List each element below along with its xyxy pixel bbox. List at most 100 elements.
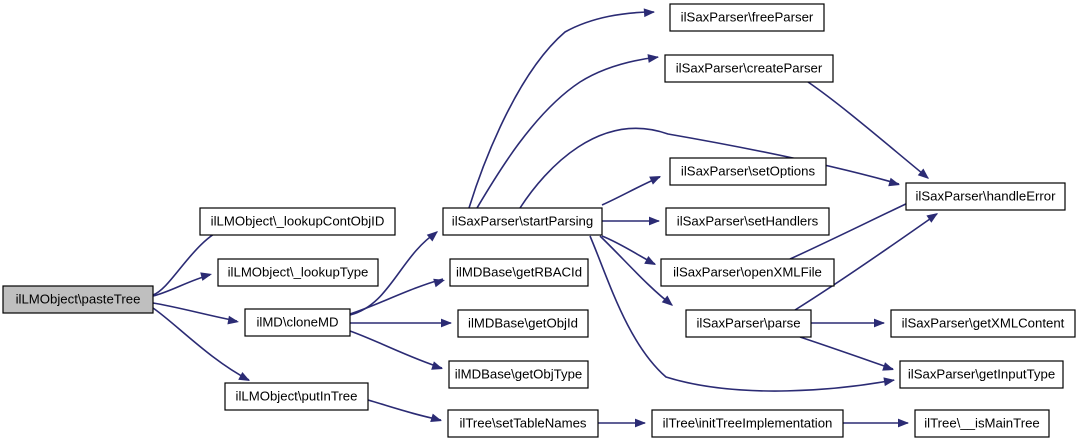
edge-arrow-head	[238, 371, 250, 381]
call-edge-startParsing-to-getInputType	[589, 235, 895, 392]
node-parse[interactable]: ilSaxParser\parse	[685, 309, 812, 338]
node-initTreeImplementation[interactable]: ilTree\initTreeImplementation	[651, 409, 844, 438]
node-box-parse[interactable]	[685, 309, 812, 338]
node-box-openXMLFile[interactable]	[660, 258, 835, 287]
node-label-freeParser: ilSaxParser\freeParser	[681, 9, 814, 24]
call-edge-parse-to-handleError	[794, 213, 938, 311]
node-box-isMainTree[interactable]	[914, 409, 1050, 438]
edge-arrow-head	[917, 168, 929, 179]
node-box-pasteTree[interactable]	[2, 285, 154, 314]
call-edge-pasteTree-to-lookupContObjID	[152, 226, 228, 296]
node-box-initTreeImplementation[interactable]	[651, 409, 844, 438]
node-box-lookupType[interactable]	[217, 258, 379, 287]
node-box-getObjType[interactable]	[448, 360, 589, 389]
edge-arrow-head	[888, 177, 900, 187]
edge-arrow-head	[635, 418, 646, 428]
node-handleError[interactable]: ilSaxParser\handleError	[905, 182, 1066, 211]
node-label-startParsing: ilSaxParser\startParsing	[452, 213, 593, 228]
call-edge-parse-to-getInputType	[799, 336, 894, 370]
call-edge-createParser-to-handleError	[807, 81, 929, 179]
edge-arrow-head	[643, 8, 655, 18]
node-putInTree[interactable]: ilLMObject\putInTree	[224, 382, 369, 411]
node-label-getXMLContent: ilSaxParser\getXMLContent	[902, 315, 1065, 330]
call-edge-pasteTree-to-lookupType	[152, 274, 211, 297]
node-box-getRBACId[interactable]	[449, 258, 589, 287]
call-edge-putInTree-to-setTableNames	[367, 399, 442, 421]
node-startParsing[interactable]: ilSaxParser\startParsing	[442, 207, 603, 236]
node-freeParser[interactable]: ilSaxParser\freeParser	[669, 3, 825, 32]
node-label-getInputType: ilSaxParser\getInputType	[908, 366, 1055, 381]
call-edge-pasteTree-to-putInTree	[152, 307, 250, 381]
call-edge-cloneMD-to-getRBACId	[349, 278, 444, 315]
node-openXMLFile[interactable]: ilSaxParser\openXMLFile	[660, 258, 835, 287]
node-isMainTree[interactable]: ilTree\__isMainTree	[914, 409, 1050, 438]
node-label-initTreeImplementation: ilTree\initTreeImplementation	[663, 415, 833, 430]
node-label-handleError: ilSaxParser\handleError	[916, 188, 1057, 203]
edge-arrow-head	[874, 318, 885, 328]
node-box-getXMLContent[interactable]	[890, 309, 1076, 338]
node-getXMLContent[interactable]: ilSaxParser\getXMLContent	[890, 309, 1076, 338]
node-getObjId[interactable]: ilMDBase\getObjId	[457, 309, 589, 338]
edge-arrow-head	[431, 361, 443, 370]
node-label-parse: ilSaxParser\parse	[696, 315, 800, 330]
node-label-getObjType: ilMDBase\getObjType	[455, 366, 583, 381]
node-label-setTableNames: ilTree\setTableNames	[459, 415, 586, 430]
edge-arrow-head	[644, 255, 656, 265]
node-setHandlers[interactable]: ilSaxParser\setHandlers	[665, 207, 830, 236]
node-getRBACId[interactable]: ilMDBase\getRBACId	[449, 258, 589, 287]
node-label-cloneMD: ilMD\cloneMD	[256, 314, 338, 329]
node-box-startParsing[interactable]	[442, 207, 603, 236]
edge-arrow-head	[433, 278, 445, 288]
edge-arrow-head	[430, 413, 442, 422]
node-box-freeParser[interactable]	[669, 3, 825, 32]
edge-arrow-head	[649, 176, 661, 185]
node-label-setHandlers: ilSaxParser\setHandlers	[677, 213, 819, 228]
edge-arrow-head	[898, 418, 909, 428]
node-label-putInTree: ilLMObject\putInTree	[236, 388, 358, 403]
call-edge-startParsing-to-freeParser	[468, 11, 655, 209]
node-box-getObjId[interactable]	[457, 309, 589, 338]
edge-arrow-head	[200, 272, 212, 281]
node-label-pasteTree: ilLMObject\pasteTree	[16, 291, 141, 306]
node-label-getRBACId: ilMDBase\getRBACId	[456, 264, 582, 279]
call-edge-cloneMD-to-getObjType	[349, 330, 443, 369]
node-createParser[interactable]: ilSaxParser\createParser	[664, 54, 834, 83]
node-box-lookupContObjID[interactable]	[199, 207, 396, 236]
edge-arrow-head	[926, 213, 938, 223]
node-label-setOptions: ilSaxParser\setOptions	[681, 163, 816, 178]
node-setTableNames[interactable]: ilTree\setTableNames	[447, 409, 599, 438]
call-edge-startParsing-to-handleError	[519, 127, 900, 209]
nodes-layer: ilLMObject\pasteTree ilLMObject\_lookupCo…	[2, 3, 1076, 438]
node-label-lookupContObjID: ilLMObject\_lookupContObjID	[211, 213, 385, 228]
edge-arrow-head	[661, 295, 673, 306]
node-getObjType[interactable]: ilMDBase\getObjType	[448, 360, 589, 389]
node-box-handleError[interactable]	[905, 182, 1066, 211]
node-lookupType[interactable]: ilLMObject\_lookupType	[217, 258, 379, 287]
edge-arrow-head	[227, 315, 239, 325]
edge-arrow-head	[882, 362, 894, 371]
node-box-setOptions[interactable]	[669, 157, 827, 186]
node-box-setHandlers[interactable]	[665, 207, 830, 236]
node-box-createParser[interactable]	[664, 54, 834, 83]
node-getInputType[interactable]: ilSaxParser\getInputType	[899, 360, 1064, 389]
node-label-openXMLFile: ilSaxParser\openXMLFile	[673, 264, 822, 279]
edge-arrow-head	[647, 54, 659, 63]
node-label-createParser: ilSaxParser\createParser	[676, 60, 823, 75]
node-setOptions[interactable]: ilSaxParser\setOptions	[669, 157, 827, 186]
node-cloneMD[interactable]: ilMD\cloneMD	[244, 308, 351, 337]
node-label-lookupType: ilLMObject\_lookupType	[228, 264, 369, 279]
node-box-getInputType[interactable]	[899, 360, 1064, 389]
node-box-setTableNames[interactable]	[447, 409, 599, 438]
node-lookupContObjID[interactable]: ilLMObject\_lookupContObjID	[199, 207, 396, 236]
edge-arrow-head	[649, 216, 660, 226]
node-pasteTree[interactable]: ilLMObject\pasteTree	[2, 285, 154, 314]
call-edge-startParsing-to-createParser	[476, 56, 659, 209]
node-box-cloneMD[interactable]	[244, 308, 351, 337]
node-label-getObjId: ilMDBase\getObjId	[468, 315, 578, 330]
edge-arrow-head	[883, 377, 895, 387]
edge-arrow-head	[426, 231, 438, 242]
edge-arrow-head	[441, 318, 452, 328]
node-box-putInTree[interactable]	[224, 382, 369, 411]
